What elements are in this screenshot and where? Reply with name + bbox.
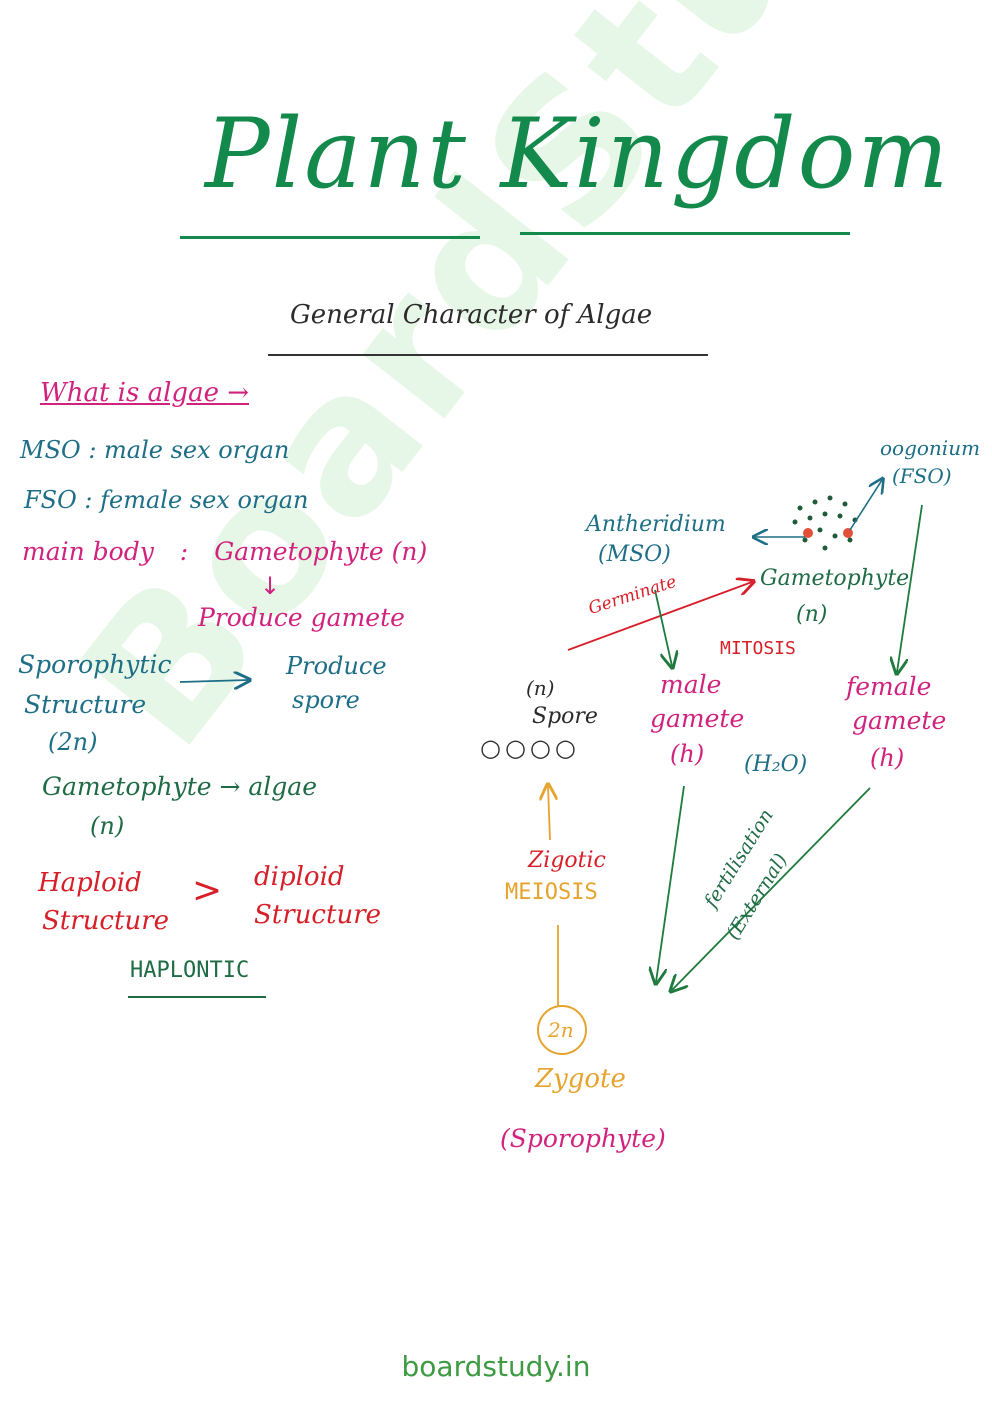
- spore-n-label: (n): [526, 676, 555, 700]
- spore-label: Spore: [532, 704, 598, 729]
- sporophytic-arrow: [179, 680, 248, 682]
- male-fert-arrow: [656, 785, 685, 982]
- to-male-gamete-arrow: [654, 589, 672, 666]
- greater-than-sign: >: [192, 870, 223, 911]
- down-arrow-icon: ↓: [260, 572, 281, 600]
- mso-definition: MSO : male sex organ: [20, 436, 290, 464]
- male-gamete-1: male: [660, 670, 722, 699]
- main-body-row: main body : Gametophyte (n): [22, 537, 427, 566]
- haploid-line-2: Structure: [42, 906, 170, 936]
- sporophytic-line-1: Sporophytic: [18, 650, 172, 679]
- gametophyte-algae: Gametophyte → algae: [42, 772, 317, 801]
- mitosis-label: MITOSIS: [720, 638, 796, 659]
- title-underline-right: [520, 232, 850, 235]
- what-is-algae-heading: What is algae →: [40, 378, 249, 408]
- gametophyte-label-2: (n): [796, 602, 828, 627]
- subtitle-underline: [268, 354, 708, 356]
- gametophyte-n: (n): [90, 812, 125, 840]
- meiosis-label: MEIOSIS: [505, 880, 598, 905]
- produce-spore-line-1: Produce: [286, 652, 387, 680]
- subtitle: General Character of Algae: [290, 300, 653, 330]
- produce-gamete: Produce gamete: [198, 603, 405, 632]
- footer-url: boardstudy.in: [401, 1350, 591, 1383]
- female-fert-arrow: [672, 787, 871, 990]
- diploid-line-1: diploid: [254, 862, 345, 892]
- gametophyte-dots-icon: [792, 495, 858, 551]
- two-n-label: 2n: [548, 1018, 574, 1042]
- zygote-label: Zygote: [535, 1064, 626, 1094]
- meiosis-upper-arrow: [548, 786, 550, 841]
- haploid-line-1: Haploid: [38, 868, 142, 898]
- haplontic-underline: [128, 996, 266, 998]
- spore-circles: ○○○○: [480, 734, 580, 762]
- sporophytic-line-2: Structure: [24, 690, 147, 719]
- colon: :: [179, 537, 189, 566]
- produce-spore-line-2: spore: [292, 686, 360, 714]
- fso-definition: FSO : female sex organ: [24, 486, 309, 514]
- female-gamete-2: gamete: [852, 706, 947, 735]
- sporophytic-line-3: (2n): [48, 728, 98, 756]
- oogonium-label-2: (FSO): [892, 464, 952, 488]
- main-body-label: main body: [22, 537, 154, 566]
- oogonium-pointer: [849, 480, 882, 531]
- sporophyte-label: (Sporophyte): [500, 1124, 666, 1153]
- title-underline-left: [180, 236, 480, 239]
- zygote-circle-icon: [537, 1005, 587, 1055]
- female-gamete-1: female: [846, 672, 932, 701]
- antheridium-label-1: Antheridium: [586, 512, 726, 537]
- to-female-gamete-arrow: [897, 504, 923, 672]
- water-label: (H₂O): [744, 752, 808, 777]
- zigotic-label: Zigotic: [528, 848, 606, 873]
- antheridium-label-2: (MSO): [598, 542, 671, 567]
- diploid-line-2: Structure: [254, 900, 382, 930]
- main-body-value: Gametophyte (n): [214, 537, 428, 566]
- what-is-algae-text: What is algae: [40, 378, 219, 408]
- right-arrow-icon: →: [227, 378, 250, 408]
- haplontic-label: HAPLONTIC: [130, 958, 250, 983]
- oogonium-label-1: oogonium: [880, 436, 981, 460]
- female-gamete-3: (h): [870, 744, 905, 772]
- gametophyte-label-1: Gametophyte: [760, 566, 910, 591]
- male-gamete-2: gamete: [650, 704, 745, 733]
- page-title: Plant Kingdom: [205, 98, 951, 210]
- male-gamete-3: (h): [670, 740, 705, 768]
